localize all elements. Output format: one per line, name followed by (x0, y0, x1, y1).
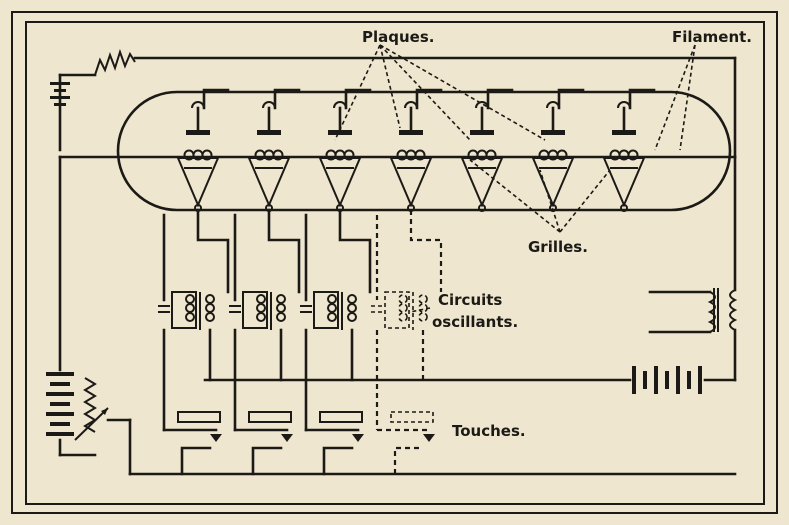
plate-battery (46, 155, 132, 457)
grid-coil (201, 149, 213, 161)
stage-row (158, 208, 443, 476)
plate (541, 130, 565, 135)
label-filament: Filament. (672, 28, 752, 46)
outer-frame (11, 11, 778, 514)
output-transformer (648, 155, 738, 382)
oscillating-circuit-1 (158, 208, 230, 476)
tube-4 (389, 88, 443, 212)
grid-coil (627, 149, 639, 161)
leader-lines (334, 44, 696, 313)
key-2 (248, 411, 292, 423)
key-3 (319, 411, 363, 423)
label-touches: Touches. (452, 422, 526, 440)
grid-coil (556, 149, 568, 161)
plate (257, 130, 281, 135)
tube-2 (247, 88, 301, 212)
filament-triangle (531, 157, 575, 208)
plate (470, 130, 494, 135)
plate (186, 130, 210, 135)
grid-coil (414, 149, 426, 161)
filament-rheostat (94, 48, 136, 76)
oscillating-circuit-3 (300, 208, 372, 476)
label-oscillants: oscillants. (432, 313, 518, 331)
filament-battery (50, 73, 97, 152)
right-battery (203, 366, 737, 394)
label-plaques: Plaques. (362, 28, 434, 46)
key-4 (390, 411, 434, 423)
oscillating-circuit-4 (371, 210, 443, 474)
oscillating-circuit-2 (229, 208, 301, 476)
plate (328, 130, 352, 135)
filament-triangle (176, 157, 220, 208)
grid-coil (272, 149, 284, 161)
tube-6 (531, 88, 585, 212)
inner-frame (25, 21, 765, 505)
filament-triangle (247, 157, 291, 208)
grid-coil (343, 149, 355, 161)
tube-5 (460, 88, 514, 212)
plate (612, 130, 636, 135)
tube-3 (318, 88, 372, 212)
key-1 (177, 411, 221, 423)
tube-7 (602, 88, 656, 212)
plate (399, 130, 423, 135)
label-grilles: Grilles. (528, 238, 588, 256)
filament-triangle (389, 157, 433, 208)
label-circuits: Circuits (438, 291, 502, 309)
filament-triangle (318, 157, 362, 208)
filament-triangle (602, 157, 646, 208)
grid-coil (485, 149, 497, 161)
tube-row (176, 88, 656, 212)
tube-1 (176, 88, 230, 212)
filament-triangle (460, 157, 504, 208)
